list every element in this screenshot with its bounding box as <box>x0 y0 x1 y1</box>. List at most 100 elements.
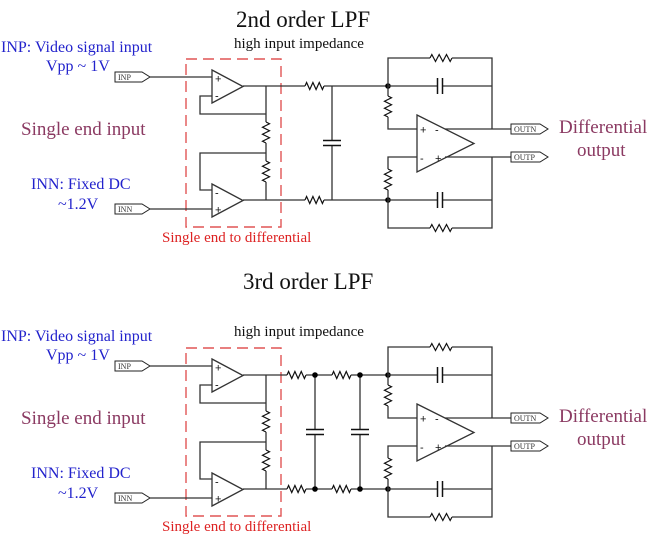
opamp-triangle <box>211 182 245 219</box>
opamp-input-sign: + <box>420 413 426 425</box>
resistor <box>261 410 271 433</box>
resistor <box>383 384 393 407</box>
capacitor <box>388 78 492 94</box>
feedback-wire-top <box>199 384 266 404</box>
junction-dot <box>312 486 318 492</box>
circuit-1-box-caption: Single end to differential <box>162 230 312 246</box>
inverting-opamp-bottom: -+ <box>211 471 245 508</box>
outn-port-flag: OUTN <box>510 412 549 424</box>
capacitor <box>388 481 492 497</box>
port-flag-shape <box>114 492 151 504</box>
resistor <box>429 53 453 63</box>
port-flag-label: OUTP <box>514 442 535 451</box>
port-flag-shape <box>510 440 549 452</box>
capacitor <box>388 192 492 208</box>
opamp-input-sign: + <box>435 442 441 454</box>
resistor <box>429 223 453 233</box>
circuit-1-inp-detail: Vpp ~ 1V <box>46 58 110 75</box>
circuit-2-right-caption-2: output <box>577 429 626 450</box>
port-flag-label: INP <box>118 73 131 82</box>
circuit-2-box-caption: Single end to differential <box>162 519 312 535</box>
port-flag-shape <box>510 412 549 424</box>
circuit-1-right-caption-1: Differential <box>559 117 648 138</box>
wire <box>387 117 417 130</box>
opamp-input-sign: - <box>420 442 424 454</box>
circuit-1-inn-label: INN: Fixed DC <box>31 176 131 193</box>
circuit-2-right-caption-1: Differential <box>559 406 648 427</box>
inn-port-flag: INN <box>114 492 151 504</box>
opamp-triangle <box>211 357 245 394</box>
feedback-wire-bottom <box>199 441 266 480</box>
opamp-input-sign: + <box>215 362 221 374</box>
circuit-2-inn-label: INN: Fixed DC <box>31 465 131 482</box>
wire <box>387 406 417 419</box>
circuit-2-inn-detail: ~1.2V <box>58 485 99 502</box>
opamp-input-sign: - <box>435 124 439 136</box>
resistor <box>304 195 325 205</box>
opamp-input-sign: - <box>420 153 424 165</box>
port-flag-label: INP <box>118 362 131 371</box>
circuit-1-left-caption: Single end input <box>21 119 146 140</box>
single-to-diff-dashed-box <box>185 347 282 517</box>
inn-port-flag: INN <box>114 203 151 215</box>
resistor <box>429 342 453 352</box>
wire <box>452 446 493 518</box>
resistor <box>286 484 307 494</box>
wire <box>387 57 430 86</box>
circuit-2-left-caption: Single end input <box>21 408 146 429</box>
port-flag-shape <box>114 360 151 372</box>
inp-port-flag: INP <box>114 360 151 372</box>
outp-port-flag: OUTP <box>510 151 549 163</box>
resistor <box>383 168 393 191</box>
feedback-wire-bottom <box>199 152 266 191</box>
differential-opamp: +--+ <box>416 402 476 463</box>
circuit-1-inn-detail: ~1.2V <box>58 196 99 213</box>
junction-dot <box>357 486 363 492</box>
resistor <box>429 512 453 522</box>
capacitor <box>323 86 341 200</box>
opamp-input-sign: + <box>215 205 221 217</box>
wire <box>452 57 493 129</box>
port-flag-shape <box>510 151 549 163</box>
opamp-input-sign: - <box>215 91 219 103</box>
port-flag-shape <box>114 71 151 83</box>
port-flag-label: OUTP <box>514 153 535 162</box>
circuit-2-subtitle: high input impedance <box>234 324 364 340</box>
wire <box>452 157 493 229</box>
wire <box>387 156 417 169</box>
junction-dot <box>312 372 318 378</box>
opamp-triangle <box>211 68 245 105</box>
feedback-wire-top <box>199 95 266 115</box>
port-flag-shape <box>114 203 151 215</box>
wire <box>387 200 430 229</box>
circuit-1-inp-label: INP: Video signal input <box>1 39 153 56</box>
single-to-diff-dashed-box <box>185 58 282 228</box>
opamp-input-sign: - <box>435 413 439 425</box>
circuit-1-title: 2nd order LPF <box>236 7 371 32</box>
resistor <box>331 484 352 494</box>
resistor <box>261 449 271 472</box>
circuit-1-right-caption-2: output <box>577 140 626 161</box>
opamp-triangle <box>211 471 245 508</box>
junction-dot <box>357 372 363 378</box>
opamp-input-sign: + <box>215 73 221 85</box>
wire <box>387 445 417 458</box>
circuit-2-inp-detail: Vpp ~ 1V <box>46 347 110 364</box>
resistor <box>383 95 393 118</box>
opamp-input-sign: - <box>215 380 219 392</box>
opamp-input-sign: - <box>215 187 219 199</box>
port-flag-shape <box>510 123 549 135</box>
capacitor <box>306 375 324 489</box>
wire <box>387 489 430 518</box>
outn-port-flag: OUTN <box>510 123 549 135</box>
inverting-opamp-bottom: -+ <box>211 182 245 219</box>
port-flag-label: OUTN <box>514 125 536 134</box>
opamp-input-sign: + <box>215 494 221 506</box>
capacitor <box>388 367 492 383</box>
circuit-1-subtitle: high input impedance <box>234 36 364 52</box>
port-flag-label: INN <box>118 205 132 214</box>
differential-opamp: +--+ <box>416 113 476 174</box>
opamp-input-sign: + <box>435 153 441 165</box>
capacitor <box>351 375 369 489</box>
